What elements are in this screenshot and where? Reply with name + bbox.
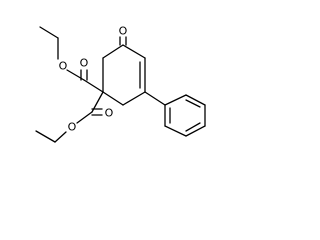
bond-alkene-carbon-to-phenyl	[144, 91, 166, 106]
bond-phenyl-carbon-to-ring-ch2-bottom	[122, 91, 146, 106]
upper-ester-carbonyl-oxygen-label: O	[80, 57, 89, 70]
bond-upper-ch2-to-ch3	[39, 26, 59, 39]
lower-ethyl-ester: O O	[35, 91, 114, 143]
phenyl-ring	[144, 91, 206, 137]
bond-ring-ch2-to-ketone-carbon	[102, 44, 124, 59]
ketone-oxygen-label: O	[119, 25, 128, 38]
bond-ketone-carbon-to-alkene-carbon	[122, 44, 146, 59]
phenyl-bond-2	[185, 94, 206, 106]
bond-lower-ether-oxygen-to-ch2	[54, 131, 67, 143]
bond-upper-ester-carbon-to-ether-oxygen	[66, 69, 85, 81]
chemical-structure: O O O O O	[35, 25, 206, 143]
phenyl-inner-double-2	[185, 122, 201, 132]
phenyl-bond-4	[185, 125, 206, 137]
phenyl-bond-5	[164, 125, 187, 137]
cyclohexenone-ring	[102, 44, 146, 106]
lower-ester-ether-oxygen-label: O	[68, 121, 77, 134]
phenyl-inner-double-1	[185, 99, 201, 108]
bond-lower-ch2-to-ch3	[35, 130, 56, 143]
bond-ring-ch2-to-quaternary-carbon	[102, 91, 124, 106]
upper-ethyl-ester: O O	[39, 26, 104, 93]
ketone-group: O	[119, 25, 128, 46]
bond-lower-ester-carbon-to-ether-oxygen	[76, 111, 93, 124]
upper-ester-ether-oxygen-label: O	[59, 60, 68, 73]
phenyl-bond-1	[164, 94, 187, 106]
lower-ester-carbonyl-oxygen-label: O	[105, 107, 114, 120]
bond-quaternary-to-upper-ester-carbon	[83, 79, 104, 93]
